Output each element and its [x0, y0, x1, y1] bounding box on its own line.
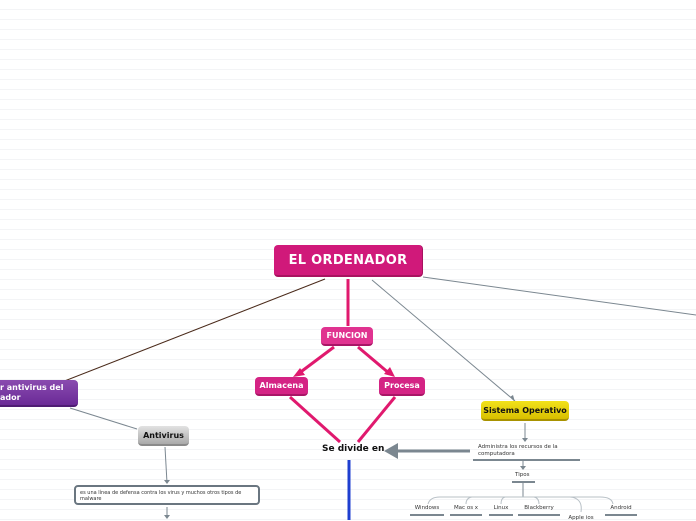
- procesa-node[interactable]: Procesa: [379, 377, 425, 396]
- arrow-head: [164, 515, 170, 519]
- so-description-node[interactable]: Administra los recursos de la computador…: [478, 444, 558, 457]
- link-procesa-sedivide: [356, 396, 397, 443]
- link-funcion-almacena: [297, 345, 335, 376]
- os-type-android[interactable]: Android: [610, 505, 632, 511]
- arrow-head: [510, 395, 515, 402]
- purple-node-line1: r antivirus del: [0, 382, 64, 392]
- arrow-head: [293, 368, 305, 377]
- os-type-windows[interactable]: Windows: [414, 505, 440, 511]
- tipos-node[interactable]: Tipos: [515, 472, 530, 478]
- sistema-operativo-node[interactable]: Sistema Operativo: [481, 401, 569, 421]
- link-purple-antivirus: [69, 407, 138, 430]
- antivirus-topic-node[interactable]: r antivirus del ador: [0, 380, 78, 407]
- almacena-node[interactable]: Almacena: [255, 377, 308, 396]
- antivirus-description-node[interactable]: es una línea de defensa contra los virus…: [74, 485, 260, 505]
- os-type-appleios[interactable]: Apple ios: [568, 515, 594, 521]
- os-type-linux[interactable]: Linux: [493, 505, 509, 511]
- os-type-macosx[interactable]: Mac os x: [453, 505, 479, 511]
- root-node[interactable]: EL ORDENADOR: [274, 245, 423, 277]
- arrow-head: [164, 480, 170, 484]
- link-root-right: [422, 276, 696, 316]
- link-antivirus-desc: [164, 446, 168, 484]
- os-type-blackberry[interactable]: Blackberry: [524, 505, 554, 511]
- arrow-head: [520, 466, 526, 470]
- link-almacena-sedivide: [288, 395, 342, 444]
- arrow-head: [522, 438, 528, 442]
- purple-node-line2: ador: [0, 392, 21, 402]
- antivirus-node[interactable]: Antivirus: [138, 426, 189, 446]
- link-funcion-procesa: [357, 345, 391, 376]
- link-root-sistema: [371, 279, 516, 402]
- arrow-head: [384, 443, 398, 459]
- funcion-node[interactable]: FUNCION: [321, 327, 373, 346]
- link-root-purple: [61, 278, 326, 383]
- arrow-head: [384, 367, 395, 377]
- se-divide-node[interactable]: Se divide en: [322, 444, 385, 454]
